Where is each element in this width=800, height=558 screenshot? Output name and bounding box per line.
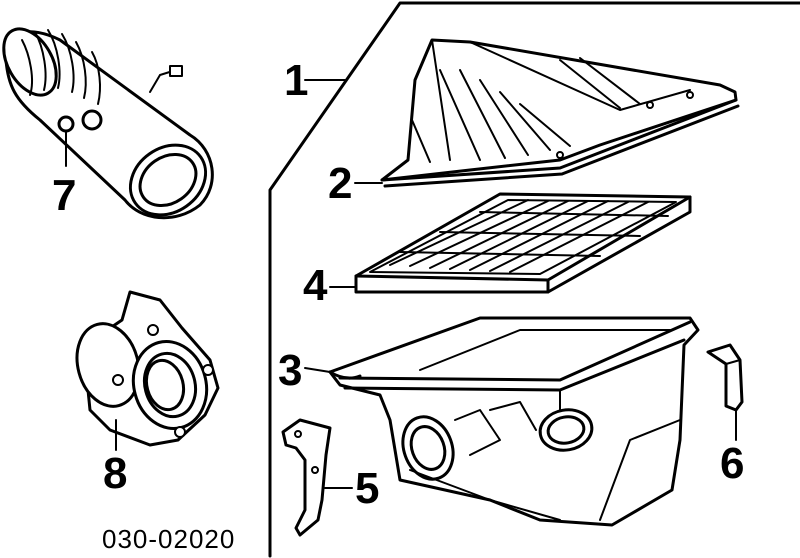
diagram-code: 030-02020 xyxy=(102,524,235,554)
part-2-cleaner-cover xyxy=(380,38,740,188)
part-4-filter-element xyxy=(354,192,692,294)
callout-6: 6 xyxy=(720,439,744,488)
leader-lines xyxy=(65,79,737,489)
callout-1: 1 xyxy=(284,56,308,105)
callout-2: 2 xyxy=(328,159,352,208)
part-3-lower-housing xyxy=(328,316,700,527)
callout-4: 4 xyxy=(303,261,328,310)
part-7-intake-hose xyxy=(2,27,214,220)
part-8-throttle-adapter xyxy=(75,290,220,447)
callout-3: 3 xyxy=(278,346,302,395)
part-6-clip xyxy=(706,343,744,431)
assembly-outline xyxy=(268,1,800,558)
callout-7: 7 xyxy=(52,171,76,220)
callout-5: 5 xyxy=(355,464,379,513)
callout-8: 8 xyxy=(103,449,127,498)
part-5-bracket xyxy=(281,418,332,537)
